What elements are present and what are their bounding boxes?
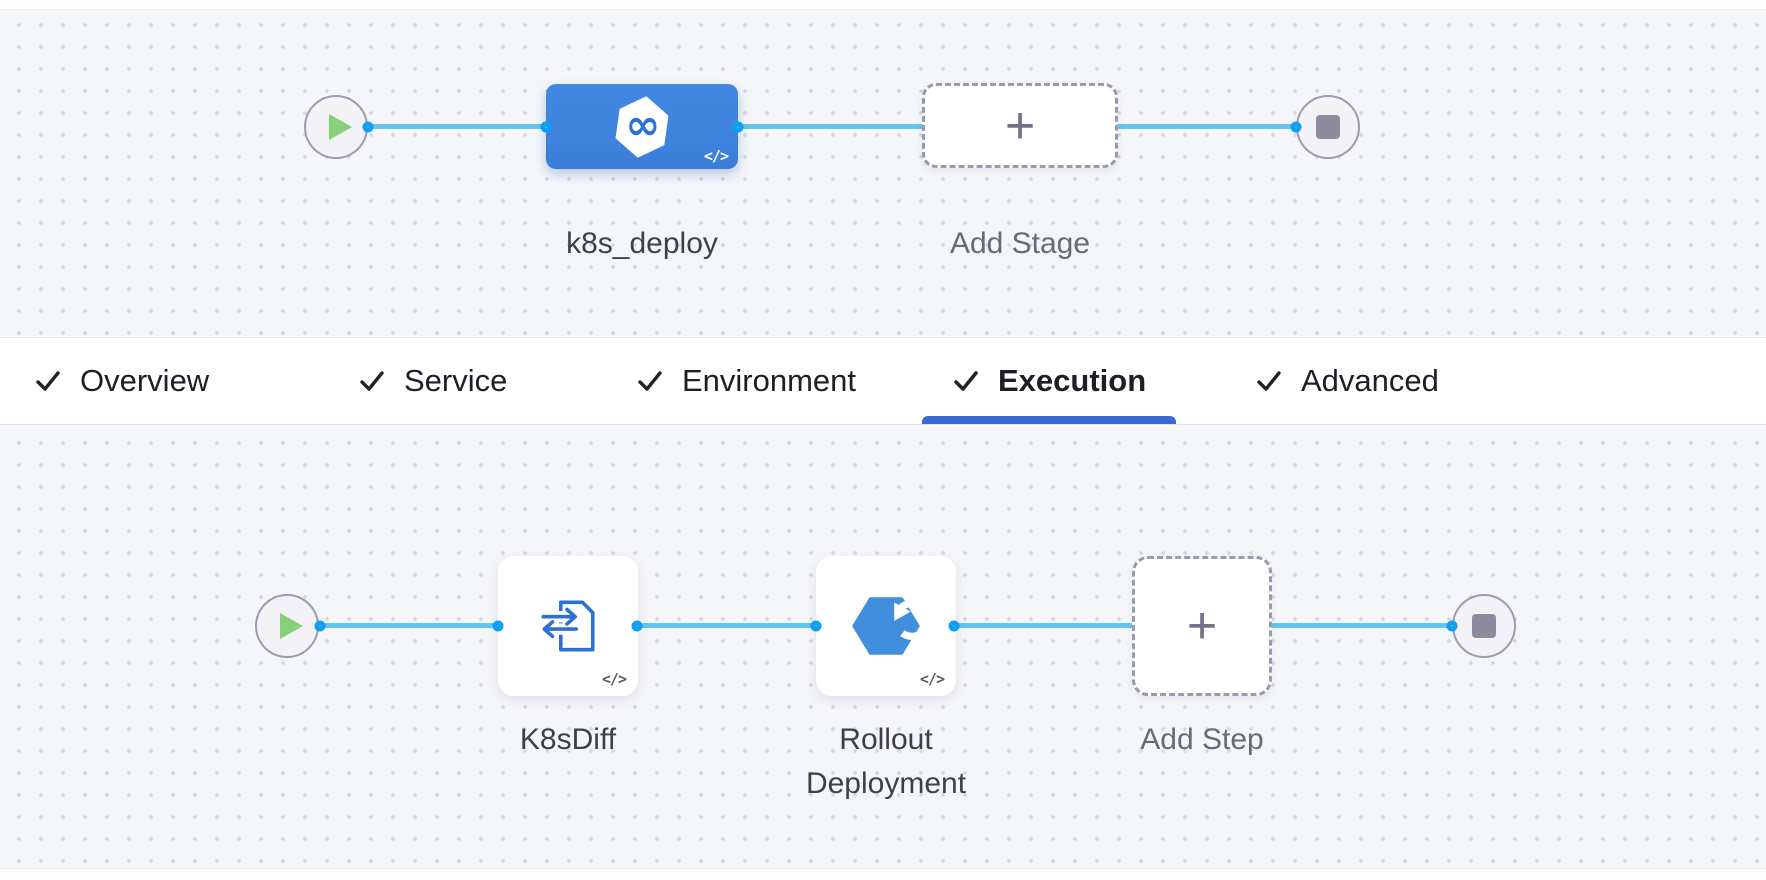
add-step-button[interactable]: + <box>1132 556 1272 696</box>
tab-advanced[interactable]: Advanced <box>1225 338 1469 424</box>
tab-service[interactable]: Service <box>328 338 537 424</box>
plus-icon: + <box>1004 96 1036 155</box>
step-label: K8sDiff <box>519 723 617 756</box>
play-icon <box>279 613 303 639</box>
port-stage-out[interactable] <box>732 121 744 133</box>
stop-icon <box>1472 614 1496 638</box>
stage-config-tabbar: Overview Service Environment Execution A… <box>0 337 1766 425</box>
port-start-out[interactable] <box>362 121 374 133</box>
port-k8sdiff-out[interactable] <box>631 620 643 632</box>
play-icon <box>328 114 352 140</box>
top-divider <box>0 0 1766 10</box>
port-exec-end-in[interactable] <box>1446 620 1458 632</box>
port-end-in[interactable] <box>1290 121 1302 133</box>
port-rollout-out[interactable] <box>948 620 960 632</box>
port-rollout-in[interactable] <box>810 620 822 632</box>
stage-label: k8s_deploy <box>566 227 718 260</box>
pipeline-end-node <box>1296 95 1360 159</box>
tab-label: Advanced <box>1301 363 1439 398</box>
tab-overview[interactable]: Overview <box>4 338 239 424</box>
tab-label: Overview <box>80 363 210 398</box>
code-view-badge[interactable]: </> <box>703 147 729 165</box>
rollout-deployment-icon <box>852 597 923 655</box>
k8s-diff-icon <box>541 600 595 652</box>
add-step-label: Add Step <box>1140 723 1264 756</box>
execution-start-node <box>255 594 319 658</box>
step-label: Rollout Deployment <box>805 723 967 800</box>
tab-label: Service <box>404 363 508 398</box>
bottom-divider <box>0 868 1766 880</box>
tab-label: Environment <box>682 363 857 398</box>
tab-environment[interactable]: Environment <box>606 338 886 424</box>
port-stage-in[interactable] <box>540 121 552 133</box>
check-icon <box>954 371 978 391</box>
execution-end-node <box>1452 594 1516 658</box>
pipeline-start-node <box>304 95 368 159</box>
code-view-badge[interactable]: </> <box>919 670 945 688</box>
step-node-rollout-deployment[interactable]: </> <box>816 556 956 696</box>
code-view-badge[interactable]: </> <box>601 670 627 688</box>
add-stage-label: Add Stage <box>949 227 1091 260</box>
port-k8sdiff-in[interactable] <box>492 620 504 632</box>
stage-node-k8s-deploy[interactable]: ∞ </> <box>546 84 738 169</box>
infinity-glyph: ∞ <box>624 99 660 149</box>
check-icon <box>36 371 60 391</box>
active-tab-underline <box>922 416 1177 424</box>
check-icon <box>360 371 384 391</box>
port-exec-start-out[interactable] <box>314 620 326 632</box>
check-icon <box>638 371 662 391</box>
add-stage-button[interactable]: + <box>922 83 1118 168</box>
tab-label: Execution <box>998 363 1147 398</box>
stage-edge-line <box>368 124 1296 129</box>
plus-icon: + <box>1186 597 1218 655</box>
stop-icon <box>1316 115 1340 139</box>
tab-execution[interactable]: Execution <box>922 338 1177 424</box>
harness-stage-icon: ∞ <box>610 92 674 161</box>
check-icon <box>1257 371 1281 391</box>
step-node-k8sdiff[interactable]: </> <box>498 556 638 696</box>
